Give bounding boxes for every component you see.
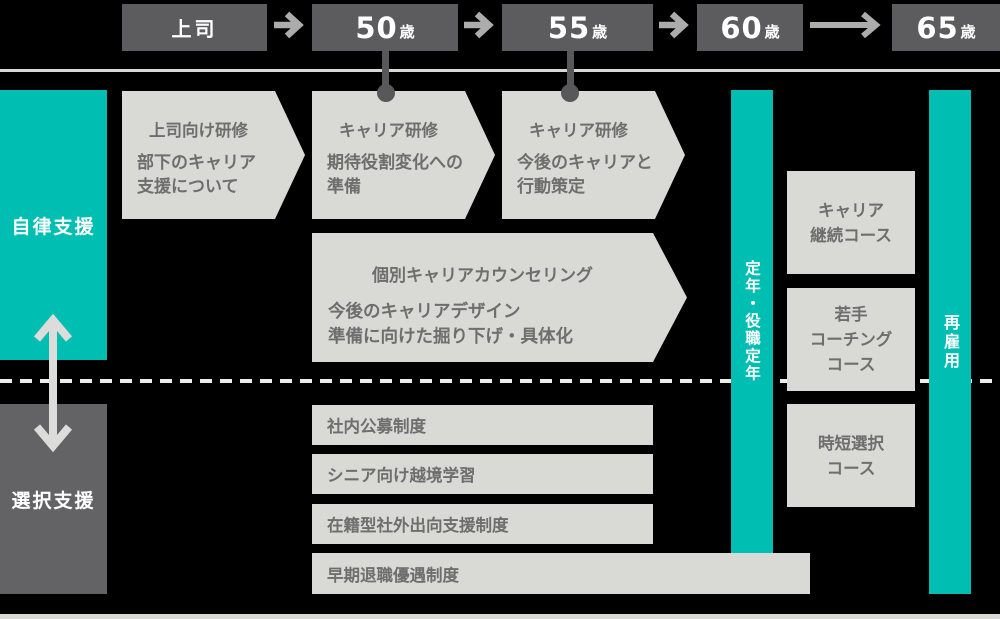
selection-box-label: 在籍型社外出向支援制度 bbox=[327, 516, 509, 535]
course-box-young-coaching: 若手 コーチング コース bbox=[787, 288, 915, 391]
program-body-line: 支援について bbox=[137, 176, 239, 197]
age-50-unit: 歳 bbox=[399, 23, 415, 41]
selection-box-secondment-support: 在籍型社外出向支援制度 bbox=[312, 504, 653, 544]
lane-autonomy: 自律支援 bbox=[0, 90, 107, 360]
selection-box-label: シニア向け越境学習 bbox=[327, 466, 476, 485]
arrow-right-long-icon bbox=[810, 11, 881, 39]
course-line: コース bbox=[826, 355, 876, 374]
program-title: 個別キャリアカウンセリング bbox=[372, 266, 593, 286]
course-line: 若手 bbox=[834, 305, 868, 324]
double-arrow-vertical-icon bbox=[33, 313, 73, 453]
timeline-box-boss: 上司 bbox=[122, 4, 267, 51]
program-body: 今後のキャリアと 行動策定 bbox=[517, 152, 653, 199]
age-60-unit: 歳 bbox=[764, 23, 780, 41]
program-body-line: 準備に向けた掘り下げ・具体化 bbox=[328, 327, 573, 347]
connector-dot-50 bbox=[377, 84, 395, 102]
bottom-border-line bbox=[0, 614, 1000, 619]
arrow-right-icon bbox=[464, 11, 494, 39]
connector-stem-55 bbox=[567, 51, 574, 92]
age-55-number: 55 bbox=[547, 10, 591, 45]
selection-box-internal-recruiting: 社内公募制度 bbox=[312, 405, 653, 445]
connector-dot-55 bbox=[561, 84, 579, 102]
program-body-line: 行動策定 bbox=[517, 176, 585, 197]
course-line: コーチング bbox=[809, 330, 893, 349]
course-box-short-hours: 時短選択 コース bbox=[787, 404, 915, 507]
program-title: キャリア研修 bbox=[339, 121, 438, 140]
lane-autonomy-label: 自律支援 bbox=[11, 215, 96, 238]
milestone-bar-reemployment: 再雇用 bbox=[929, 90, 971, 594]
selection-box-early-retirement: 早期退職優遇制度 bbox=[312, 553, 810, 594]
program-body-line: 今後のキャリアデザイン bbox=[328, 302, 521, 322]
course-box-career-continuation: キャリア 継続コース bbox=[787, 171, 915, 274]
program-box-career-training-50: キャリア研修 期待役割変化への 準備 bbox=[312, 91, 495, 219]
program-body: 期待役割変化への 準備 bbox=[327, 152, 463, 199]
course-line: コース bbox=[826, 458, 876, 478]
age-55-unit: 歳 bbox=[592, 23, 608, 41]
timeline-box-age-50: 50 歳 bbox=[312, 4, 458, 51]
program-body: 部下のキャリア 支援について bbox=[137, 152, 256, 199]
program-body-line: 部下のキャリア bbox=[137, 153, 256, 173]
age-65-number: 65 bbox=[916, 10, 959, 45]
lane-selection-label: 選択支援 bbox=[11, 489, 96, 512]
program-title: 上司向け研修 bbox=[149, 121, 248, 140]
milestone-bar-reemployment-label: 再雇用 bbox=[941, 313, 960, 371]
program-title: キャリア研修 bbox=[529, 121, 628, 140]
lane-divider-dashed-line bbox=[0, 379, 1000, 383]
arrow-right-icon bbox=[274, 11, 304, 39]
program-body-line: 準備 bbox=[327, 176, 361, 197]
program-box-career-training-55: キャリア研修 今後のキャリアと 行動策定 bbox=[502, 91, 685, 219]
program-box-boss-training: 上司向け研修 部下のキャリア 支援について bbox=[122, 91, 305, 219]
program-body-line: 期待役割変化への bbox=[327, 153, 463, 173]
course-line: 継続コース bbox=[810, 225, 892, 245]
program-body-line: 今後のキャリアと bbox=[517, 153, 653, 173]
timeline-line bbox=[0, 69, 1000, 72]
selection-box-senior-cross-learning: シニア向け越境学習 bbox=[312, 454, 653, 494]
timeline-box-age-55: 55 歳 bbox=[502, 4, 653, 51]
selection-box-label: 社内公募制度 bbox=[327, 417, 426, 436]
connector-stem-50 bbox=[382, 51, 389, 92]
arrow-right-icon bbox=[659, 11, 689, 39]
course-line: 時短選択 bbox=[818, 433, 884, 453]
course-line: キャリア bbox=[818, 200, 884, 220]
selection-box-label: 早期退職優遇制度 bbox=[327, 565, 459, 585]
age-50-number: 50 bbox=[355, 10, 398, 45]
age-60-number: 60 bbox=[720, 10, 763, 45]
timeline-box-age-65: 65 歳 bbox=[892, 4, 1000, 51]
timeline-boss-label: 上司 bbox=[171, 17, 218, 41]
milestone-bar-retirement: 定年・役職定年 bbox=[731, 90, 773, 553]
program-box-counseling: 個別キャリアカウンセリング 今後のキャリアデザイン 準備に向けた掘り下げ・具体化 bbox=[312, 233, 687, 362]
program-body: 今後のキャリアデザイン 準備に向けた掘り下げ・具体化 bbox=[328, 300, 573, 350]
timeline-box-age-60: 60 歳 bbox=[697, 4, 803, 51]
age-65-unit: 歳 bbox=[960, 23, 976, 41]
milestone-bar-retirement-label: 定年・役職定年 bbox=[743, 260, 761, 383]
